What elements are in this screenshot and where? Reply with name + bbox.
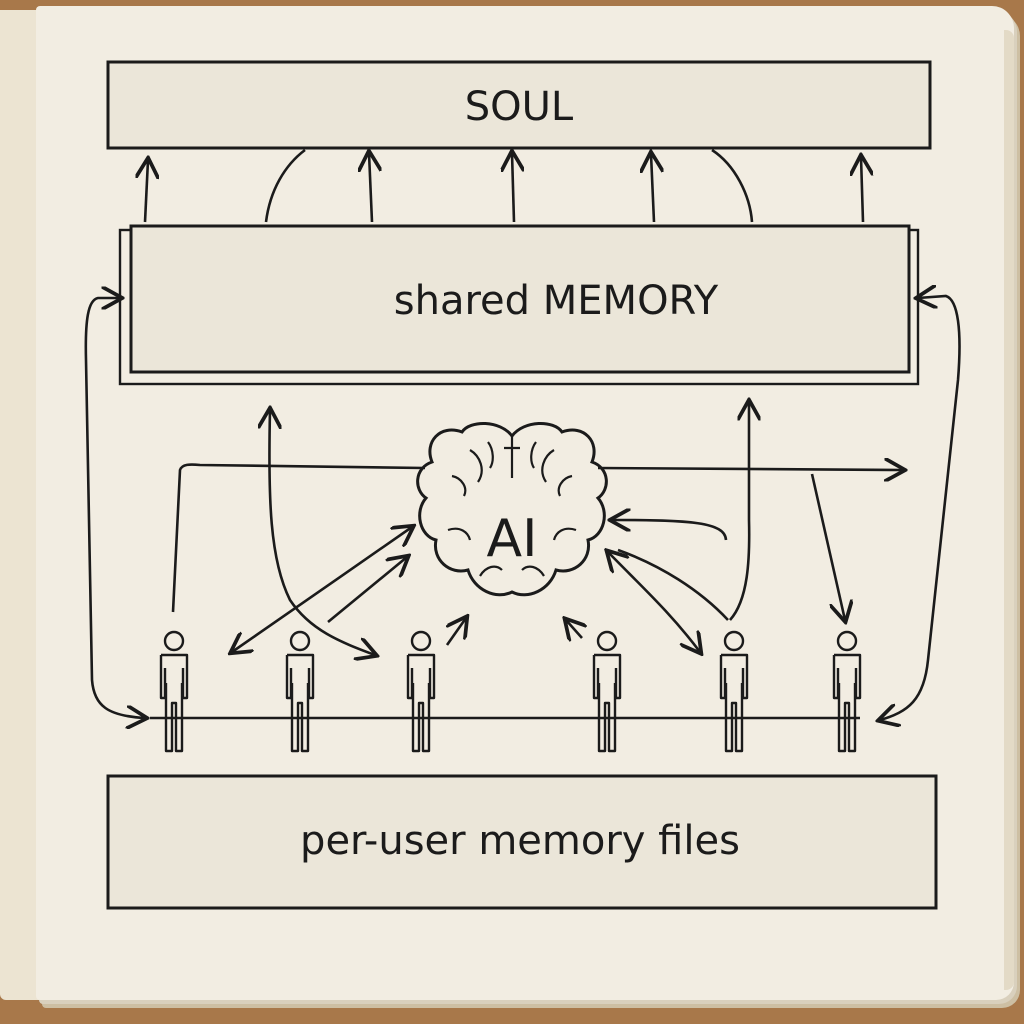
- users-row: [159, 630, 862, 753]
- person-icon-3: [406, 630, 436, 753]
- per-user-memory-box: per-user memory files: [106, 774, 938, 910]
- arrow-up-2: [369, 153, 372, 223]
- user-3-ai-arrow: [447, 618, 466, 646]
- arrow-up-4: [651, 154, 654, 223]
- connection-arrows: [84, 296, 961, 720]
- person-icon-4: [592, 630, 622, 753]
- user-5-ai-secondary: [617, 548, 729, 621]
- down-to-user-6: [810, 473, 845, 620]
- shared-memory-box: shared MEMORY: [118, 224, 920, 386]
- right-loop-arrow: [880, 296, 961, 720]
- person-icon-5: [719, 630, 749, 753]
- person-icon-6: [832, 630, 862, 753]
- left-loop-arrow: [84, 298, 145, 718]
- user-1-ai-arrow: [232, 527, 412, 652]
- ai-brain: AI: [416, 421, 608, 597]
- ai-inbound-arrow: [612, 520, 728, 541]
- curve-left: [264, 148, 306, 223]
- curve-right: [711, 148, 754, 223]
- user-5-ai-arrow: [608, 552, 700, 652]
- notebook-page-edge: [1004, 30, 1014, 990]
- arrow-up-3: [512, 153, 514, 223]
- brain-icon: [416, 421, 608, 597]
- person-icon-1: [159, 630, 189, 753]
- top-right-arrow: [597, 468, 903, 470]
- ai-label: AI: [487, 509, 538, 569]
- arrow-up-5: [861, 157, 863, 223]
- memory-to-soul-arrows: [145, 148, 863, 223]
- per-user-memory-label: per-user memory files: [300, 818, 740, 864]
- person-icon-2: [285, 630, 315, 753]
- soul-label: SOUL: [465, 84, 574, 130]
- memory-user-3-arrow: [269, 410, 375, 655]
- soul-box: SOUL: [106, 60, 932, 150]
- arrow-up-1: [145, 160, 148, 223]
- user-5-memory-arrow: [729, 402, 749, 621]
- user-4-ai-arrow: [566, 620, 582, 638]
- top-left-line: [171, 463, 426, 613]
- shared-memory-label: shared MEMORY: [394, 278, 719, 324]
- user-2-ai-arrow: [327, 557, 407, 624]
